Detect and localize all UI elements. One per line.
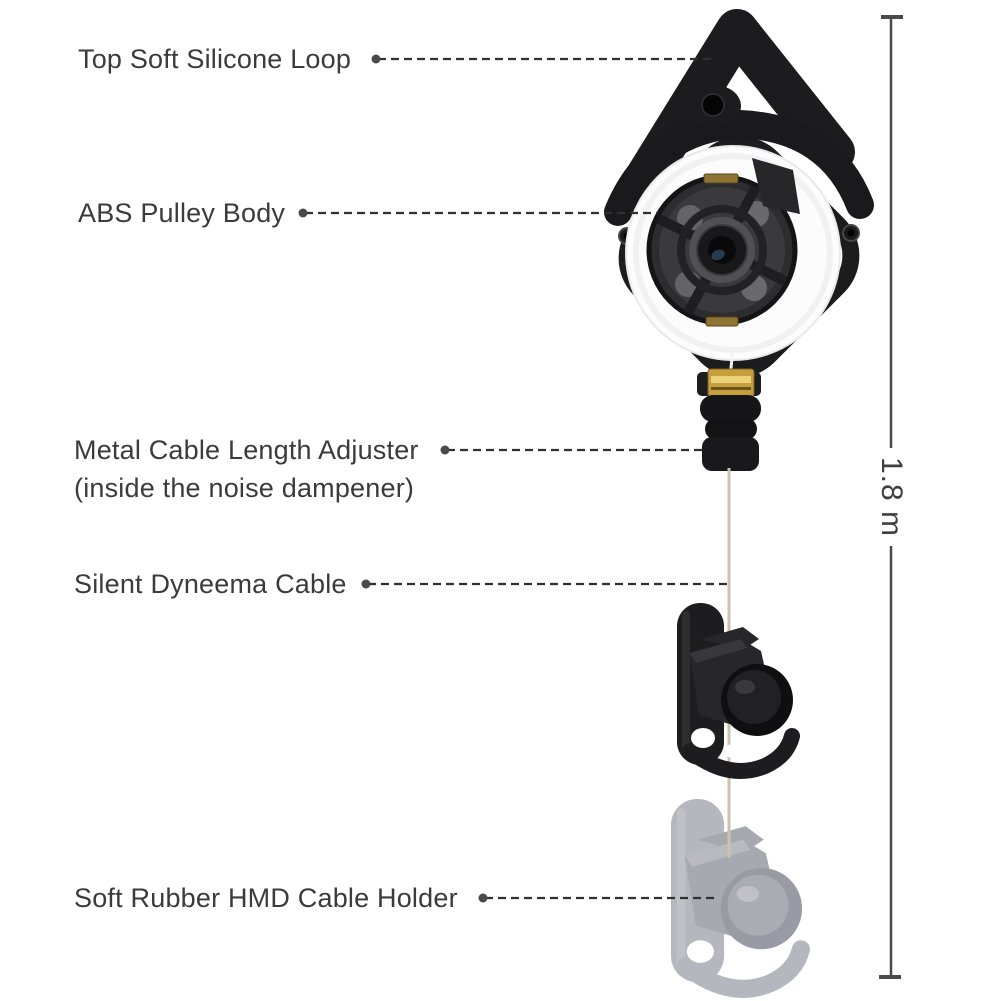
- brass-tab-top: [703, 173, 739, 184]
- hub-latch: [752, 158, 800, 214]
- top-bracket: [604, 109, 874, 226]
- callout-dyneema-cable: Silent Dyneema Cable: [74, 569, 347, 599]
- callout-cable-adjuster: Metal Cable Length Adjuster (inside the …: [74, 431, 419, 507]
- measurement-indicator: [879, 15, 903, 979]
- leader-dot-adjuster: [440, 445, 450, 455]
- pulley-assembly: [604, 9, 874, 471]
- leader-dot-pulley-body: [298, 208, 308, 218]
- leader-lines: [305, 57, 728, 900]
- brass-tab-bottom: [705, 316, 739, 327]
- callout-cable-adjuster-line2: (inside the noise dampener): [74, 473, 415, 503]
- measurement-length-label: 1.8 m: [875, 456, 908, 538]
- noise-dampener: [697, 368, 761, 471]
- hmd-holder-solid: [677, 603, 793, 771]
- leader-dot-cable: [361, 579, 371, 589]
- bracket-hole: [701, 93, 725, 117]
- hmd-holder-ghost: [671, 799, 803, 989]
- pulley-hub: [646, 158, 800, 327]
- callout-cable-adjuster-line1: Metal Cable Length Adjuster: [74, 435, 419, 465]
- leader-dot-holder: [478, 893, 488, 903]
- callout-top-loop: Top Soft Silicone Loop: [78, 44, 352, 74]
- callout-pulley-body: ABS Pulley Body: [78, 198, 286, 228]
- leader-dots: [298, 54, 488, 903]
- leader-dot-top-loop: [371, 54, 381, 64]
- callout-hmd-holder: Soft Rubber HMD Cable Holder: [74, 883, 458, 913]
